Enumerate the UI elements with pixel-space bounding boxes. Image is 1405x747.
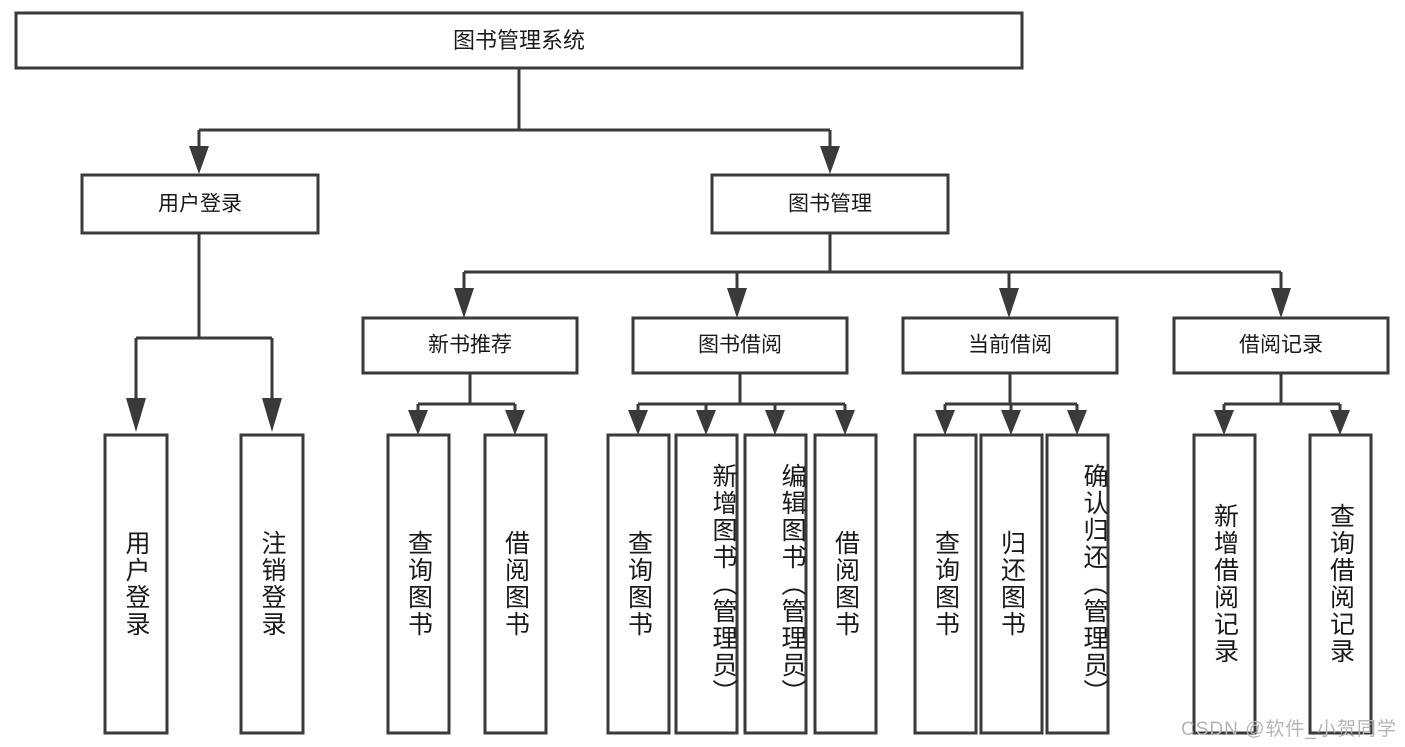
node-current-borrow-label: 当前借阅 [968,334,1052,357]
arrowhead-leaf-borrow-book-1 [505,410,525,435]
arrowhead-book-borrow [727,288,747,318]
node-leaf-borrow-book-2-box[interactable] [813,433,878,735]
node-new-book-recommend[interactable]: 新书推荐 [361,316,579,375]
connector-group-user-login [126,233,282,432]
arrowhead-leaf-query-book-2 [628,410,648,435]
connector-group-book-manage [454,233,1291,318]
arrowhead-leaf-query-book-1 [408,410,428,435]
node-leaf-logout-box[interactable] [239,433,305,735]
node-leaf-borrow-book-1-box[interactable] [483,433,548,735]
arrowhead-leaf-query-record [1330,410,1350,435]
arrowhead-leaf-borrow-book-2 [835,410,855,435]
arrowhead-user-login [189,146,209,174]
node-book-manage-box[interactable] [710,173,950,235]
node-current-borrow-box[interactable] [901,316,1119,375]
node-leaf-confirm-return-box[interactable] [1045,433,1110,735]
connector-group-book-borrow [628,373,855,435]
node-leaf-edit-book-box[interactable] [743,433,808,735]
node-root-system-label: 图书管理系统 [453,28,585,53]
arrowhead-leaf-edit-book [765,410,785,435]
arrowhead-leaf-user-login [126,398,146,432]
node-book-borrow-box[interactable] [631,316,849,375]
node-leaf-query-book-1-box[interactable] [386,433,451,735]
connector-group-current-borrow [935,373,1087,435]
node-root-system-box[interactable] [14,11,1024,70]
csdn-watermark: CSDN @软件_小贺同学 [1181,719,1397,740]
connector-group-borrow-record [1214,373,1350,435]
arrowhead-new-book-recommend [454,288,474,318]
node-new-book-recommend-box[interactable] [361,316,579,375]
node-book-manage-label: 图书管理 [788,193,872,216]
arrowhead-leaf-add-record [1214,410,1234,435]
node-leaf-add-record-box[interactable] [1192,433,1257,735]
node-user-login-box[interactable] [80,173,320,235]
arrowhead-leaf-logout [262,398,282,432]
node-book-borrow[interactable]: 图书借阅 [631,316,849,375]
node-leaf-return-book-box[interactable] [979,433,1044,735]
node-new-book-recommend-label: 新书推荐 [428,334,512,357]
node-user-login-label: 用户登录 [158,193,242,216]
node-user-login[interactable]: 用户登录 [80,173,320,235]
node-current-borrow[interactable]: 当前借阅 [901,316,1119,375]
node-leaf-user-login-box[interactable] [103,433,169,735]
connector-group-root [189,68,840,174]
node-book-manage[interactable]: 图书管理 [710,173,950,235]
node-root-system[interactable]: 图书管理系统 [14,11,1024,70]
node-borrow-record-box[interactable] [1172,316,1390,375]
arrowhead-leaf-confirm-return [1067,410,1087,435]
arrowhead-borrow-record [1271,288,1291,318]
node-borrow-record-label: 借阅记录 [1239,334,1323,357]
arrowhead-leaf-add-book [696,410,716,435]
node-leaf-query-book-2-box[interactable] [606,433,671,735]
node-borrow-record[interactable]: 借阅记录 [1172,316,1390,375]
arrowhead-book-manage [820,146,840,174]
node-leaf-add-book-box[interactable] [674,433,739,735]
arrowhead-current-borrow [999,288,1019,318]
connector-group-new-book-recommend [408,373,525,435]
arrowhead-leaf-return-book [1001,410,1021,435]
arrowhead-leaf-query-book-3 [935,410,955,435]
node-leaf-query-book-3-box[interactable] [913,433,978,735]
node-book-borrow-label: 图书借阅 [698,334,782,357]
node-leaf-query-record-box[interactable] [1308,433,1373,735]
